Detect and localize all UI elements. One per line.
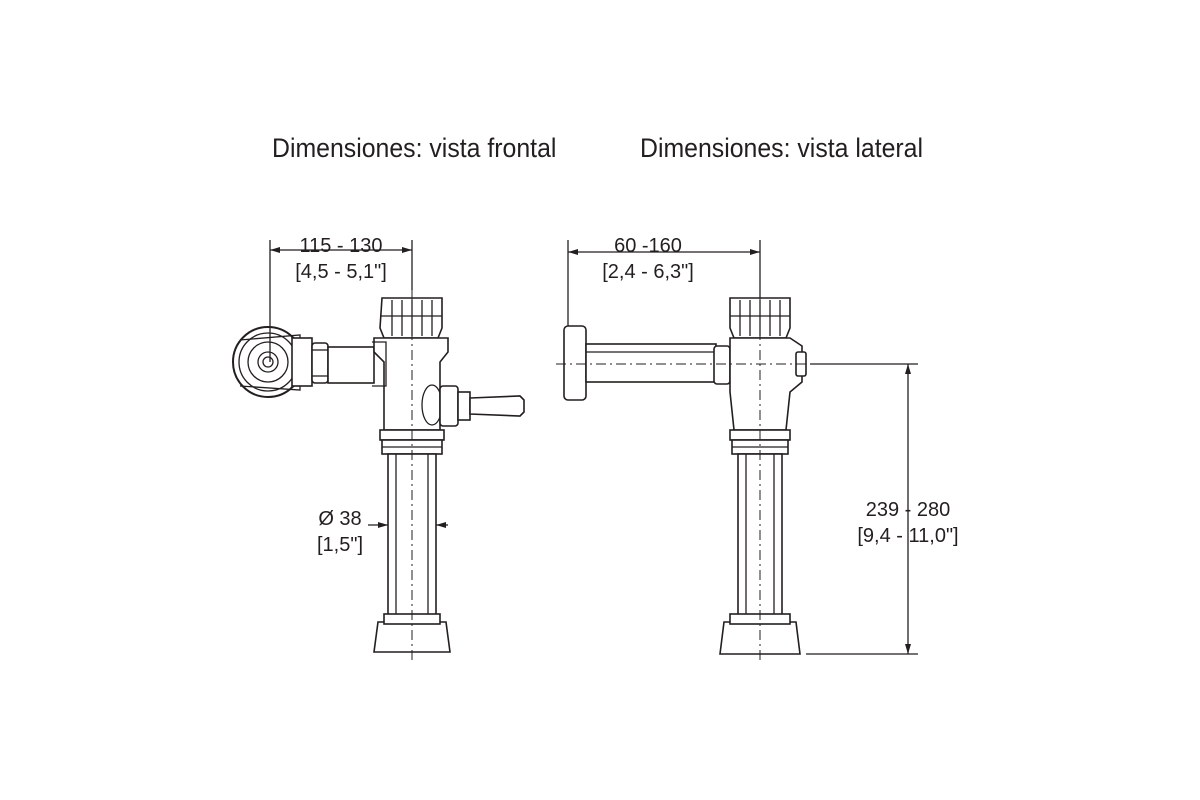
side-width-imperial: [2,4 - 6,3"]: [602, 261, 694, 283]
front-width-label: 115 - 130 [4,5 - 5,1"]: [271, 233, 411, 285]
diameter-dimension-line: [368, 522, 448, 528]
height-dimension-line: [806, 363, 918, 655]
diameter-imperial: [1,5"]: [316, 534, 363, 556]
front-view-drawing: [232, 240, 525, 664]
diameter-label: Ø 38 [1,5"]: [300, 506, 380, 558]
height-metric: 239 - 280: [865, 499, 951, 521]
side-inlet-pipe: [563, 325, 731, 401]
front-valve-body: [372, 337, 449, 431]
side-width-dimension-line: [567, 240, 761, 328]
height-imperial: [9,4 - 11,0"]: [857, 525, 959, 547]
height-label: 239 - 280 [9,4 - 11,0"]: [828, 497, 988, 549]
front-width-metric: 115 - 130: [299, 235, 383, 257]
side-view-title: Dimensiones: vista lateral: [640, 133, 924, 163]
front-inlet-coupling: [232, 326, 375, 398]
front-view-title: Dimensiones: vista frontal: [272, 133, 557, 163]
side-width-label: 60 -160 [2,4 - 6,3"]: [578, 233, 718, 285]
front-width-imperial: [4,5 - 5,1"]: [295, 261, 387, 283]
side-width-metric: 60 -160: [614, 235, 682, 257]
front-top-cap: [379, 297, 443, 339]
diameter-metric: Ø 38: [318, 508, 362, 530]
front-flush-handle: [439, 385, 525, 427]
side-valve-body: [729, 337, 807, 431]
side-outlet-pipe: [719, 429, 801, 655]
side-view-drawing: [556, 240, 918, 664]
